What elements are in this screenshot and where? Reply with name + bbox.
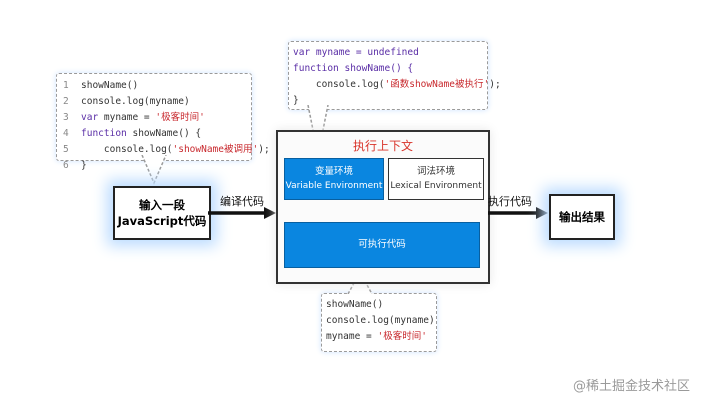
code-line: 4 function showName() { (63, 126, 251, 142)
source-code-callout: 1 showName() 2 console.log(myname) 3 var myna… (56, 73, 270, 171)
line-number: 6 (63, 160, 69, 171)
output-result-box: 输出结果 (549, 194, 615, 240)
code-token: console.log( (81, 144, 173, 155)
code-token: '函数showName被执行' (384, 79, 490, 90)
code-token: console.log(myname) (81, 96, 190, 107)
code-token: } (293, 95, 299, 106)
code-line: 1 showName() (63, 78, 251, 94)
line-number: 3 (63, 112, 69, 123)
code-token: showName() { (338, 63, 414, 74)
code-line: 5 console.log('showName被调用'); (63, 142, 270, 158)
executable-code-label: 可执行代码 (358, 239, 406, 250)
line-number: 2 (63, 96, 69, 107)
code-token: showName() { (126, 128, 202, 139)
input-box-line1: 输入一段 (139, 198, 185, 212)
line-number: 1 (63, 80, 69, 91)
compile-arrow (208, 207, 276, 219)
input-js-code-box: 输入一段 JavaScript代码 (113, 186, 211, 240)
code-token: console.log( (293, 79, 385, 90)
code-token: '极客时间' (377, 331, 427, 342)
code-token: myname = (98, 112, 156, 123)
variable-env-en: Variable Environment (285, 181, 383, 191)
code-token: myname = (326, 331, 378, 342)
code-line: function showName() { (293, 61, 487, 77)
code-token: ); (258, 144, 270, 155)
code-line: 2 console.log(myname) (63, 94, 251, 110)
code-line: 3 var myname = '极客时间' (63, 110, 251, 126)
code-token: } (81, 160, 87, 171)
lexical-env-cn: 词法环境 (416, 166, 455, 177)
code-token: var (293, 47, 311, 58)
input-box-line2: JavaScript代码 (117, 214, 207, 228)
code-token: ); (489, 79, 501, 90)
execute-label: 执行代码 (488, 195, 532, 208)
code-line: console.log(myname) (326, 313, 436, 329)
variable-environment-box: 变量环境 Variable Environment (284, 158, 384, 200)
source-code-block: 1 showName() 2 console.log(myname) 3 var myna… (63, 78, 270, 174)
execution-context-frame: 执行上下文 变量环境 Variable Environment 词法环境 Lex… (276, 130, 490, 284)
executable-code-box: 可执行代码 (284, 222, 480, 268)
execution-context-title: 执行上下文 (352, 139, 413, 153)
code-token: '极客时间' (155, 112, 205, 123)
compile-label: 编译代码 (220, 195, 264, 208)
code-line: } (293, 93, 487, 109)
executable-code-block: showName() console.log(myname) myname = '极… (326, 297, 436, 345)
code-token: function (293, 63, 339, 74)
code-token: showName() (81, 80, 139, 91)
watermark: @稀土掘金技术社区 (572, 379, 690, 394)
variable-env-cn: 变量环境 (314, 166, 353, 177)
source-callout-pointer (141, 155, 167, 185)
code-line: console.log('函数showName被执行'); (293, 77, 501, 93)
code-token: var (81, 112, 99, 123)
output-box-label: 输出结果 (559, 210, 605, 224)
line-number: 4 (63, 128, 69, 139)
code-token: function (81, 128, 127, 139)
executable-code-callout: showName() console.log(myname) myname = '极… (321, 293, 437, 352)
code-token: console.log(myname) (326, 315, 435, 326)
code-line: myname = '极客时间' (326, 329, 436, 345)
code-line: var myname = undefined (293, 45, 487, 61)
lexical-env-en: Lexical Environment (390, 181, 482, 191)
code-token: showName() (326, 299, 384, 310)
code-line: 6} (63, 158, 251, 174)
code-line: showName() (326, 297, 436, 313)
lexical-environment-box: 词法环境 Lexical Environment (388, 158, 484, 200)
code-token: myname = undefined (310, 47, 419, 58)
execute-arrow (488, 207, 548, 219)
code-token: 'showName被调用' (172, 144, 259, 155)
line-number: 5 (63, 144, 69, 155)
